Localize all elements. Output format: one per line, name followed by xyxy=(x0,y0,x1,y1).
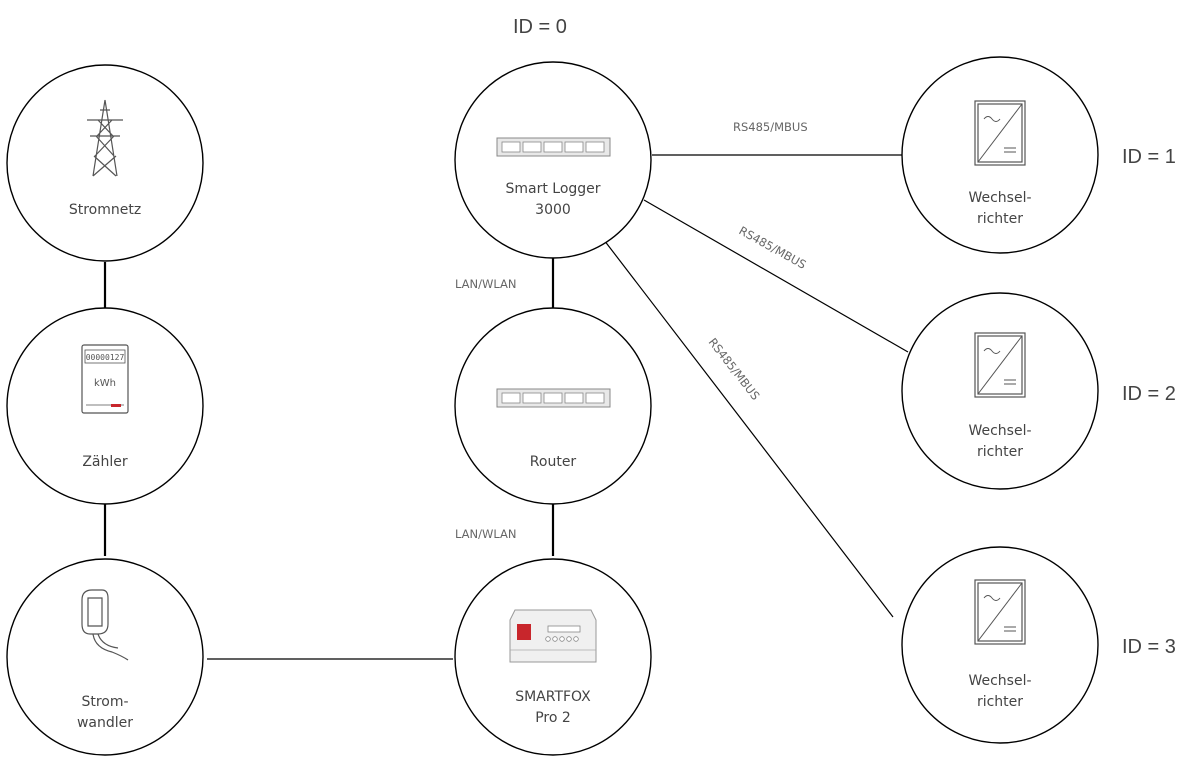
node-label-inverter1-1: Wechsel- xyxy=(968,190,1031,206)
node-inverter3: Wechsel- richter xyxy=(901,546,1099,744)
edge-label-logger-inverter2: RS485/MBUS xyxy=(737,223,809,271)
node-inverter1: Wechsel- richter xyxy=(901,56,1099,254)
inverter-icon xyxy=(974,100,1026,166)
node-stromwandler: Strom- wandler xyxy=(6,558,204,756)
node-smartlogger: Smart Logger 3000 xyxy=(454,61,652,259)
id-label-inverter1: ID = 1 xyxy=(1122,146,1176,168)
node-label-smartlogger-1: Smart Logger xyxy=(505,181,600,197)
meter-reading: 00000127 xyxy=(86,353,125,362)
node-label-inverter2-2: richter xyxy=(977,444,1023,460)
node-label-stromwandler-2: wandler xyxy=(77,715,133,731)
node-label-smartfox-1: SMARTFOX xyxy=(515,689,591,705)
electricity-meter-icon: 00000127 kWh xyxy=(81,344,129,414)
energy-manager-device-icon xyxy=(509,609,597,663)
node-zaehler: 00000127 kWh Zähler xyxy=(6,307,204,505)
node-router: Router xyxy=(454,307,652,505)
id-label-logger: ID = 0 xyxy=(513,16,567,38)
node-stromnetz: Stromnetz xyxy=(6,64,204,262)
edge-label-logger-inverter3: RS485/MBUS xyxy=(706,335,763,402)
edge-label-logger-inverter1: RS485/MBUS xyxy=(733,120,808,134)
inverter-icon xyxy=(974,332,1026,398)
edge-label-router-smartfox: LAN/WLAN xyxy=(455,527,517,541)
edge-logger-inverter2 xyxy=(643,199,909,353)
node-smartfox: SMARTFOX Pro 2 xyxy=(454,558,652,756)
node-label-inverter1-2: richter xyxy=(977,211,1023,227)
id-label-inverter3: ID = 3 xyxy=(1122,636,1176,658)
node-label-router: Router xyxy=(530,454,577,470)
current-clamp-icon xyxy=(81,589,129,661)
edge-label-logger-router: LAN/WLAN xyxy=(455,277,517,291)
node-label-stromnetz: Stromnetz xyxy=(69,202,141,218)
power-tower-icon xyxy=(87,99,123,177)
network-switch-icon xyxy=(496,388,611,408)
node-label-zaehler: Zähler xyxy=(82,454,128,470)
node-label-smartlogger-2: 3000 xyxy=(535,202,571,218)
edge-logger-inverter3 xyxy=(603,239,894,618)
node-label-inverter3-1: Wechsel- xyxy=(968,673,1031,689)
node-label-inverter2-1: Wechsel- xyxy=(968,423,1031,439)
node-label-smartfox-2: Pro 2 xyxy=(535,710,571,726)
id-label-inverter2: ID = 2 xyxy=(1122,383,1176,405)
node-inverter2: Wechsel- richter xyxy=(901,292,1099,490)
network-switch-icon xyxy=(496,137,611,157)
meter-unit: kWh xyxy=(94,378,116,389)
node-label-inverter3-2: richter xyxy=(977,694,1023,710)
inverter-icon xyxy=(974,579,1026,645)
node-label-stromwandler-1: Strom- xyxy=(81,694,128,710)
